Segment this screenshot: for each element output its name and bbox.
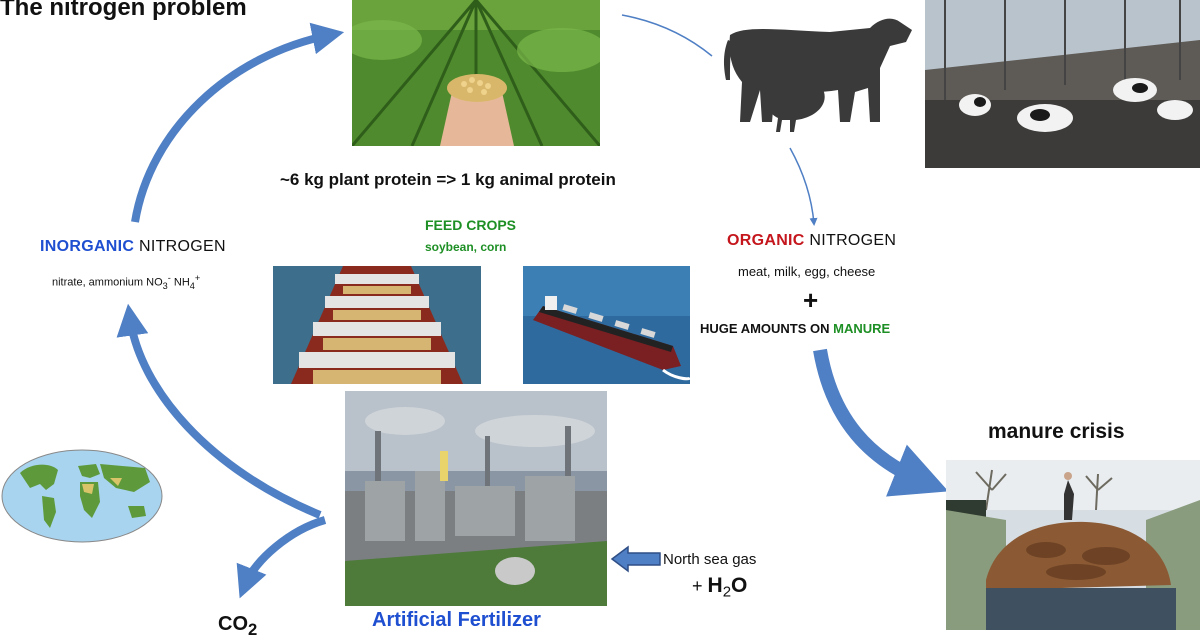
inorganic-nitrogen-subtitle: nitrate, ammonium NO3- NH4+	[52, 273, 201, 291]
manure-crisis-label: manure crisis	[988, 420, 1125, 443]
feed-crops-subtitle: soybean, corn	[425, 240, 507, 254]
artificial-fertilizer-label: Artificial Fertilizer	[372, 609, 541, 631]
arrow-to-organic	[789, 147, 818, 226]
feed-crops-title: FEED CROPS	[425, 217, 517, 233]
inorganic-nitrogen-label: INORGANIC NITROGEN	[40, 238, 226, 255]
fertilizer-factory-photo	[345, 391, 607, 606]
world-map-icon	[0, 448, 165, 544]
arrow-to-crops	[131, 22, 345, 223]
cargo-ship-photo	[523, 266, 690, 384]
manure-pile-photo	[946, 460, 1200, 630]
page-title: The nitrogen problem	[0, 0, 247, 21]
soybean-field-photo	[352, 0, 600, 146]
water-formula: + H2O	[692, 574, 748, 601]
organic-nitrogen-subtitle: meat, milk, egg, cheese	[738, 264, 876, 279]
dairy-barn-photo	[925, 0, 1200, 168]
protein-ratio-text: ~6 kg plant protein => 1 kg animal prote…	[280, 170, 616, 189]
cargo-ship-hold-photo	[273, 266, 481, 384]
organic-nitrogen-label: ORGANIC NITROGEN	[727, 232, 897, 249]
line-crops-to-animals	[621, 14, 713, 57]
arrow-to-inorganic	[116, 303, 322, 519]
north-sea-gas-label: North sea gas	[663, 551, 757, 568]
plus-sign: +	[803, 285, 819, 315]
manure-amount-text: HUGE AMOUNTS ON MANURE	[700, 321, 891, 336]
arrow-to-manure	[813, 348, 949, 497]
left-arrow-icon	[610, 545, 662, 573]
chicken-icon	[760, 80, 825, 132]
arrow-to-co2	[236, 516, 327, 599]
cow-icon	[720, 10, 920, 135]
co2-label: CO2	[218, 613, 258, 639]
